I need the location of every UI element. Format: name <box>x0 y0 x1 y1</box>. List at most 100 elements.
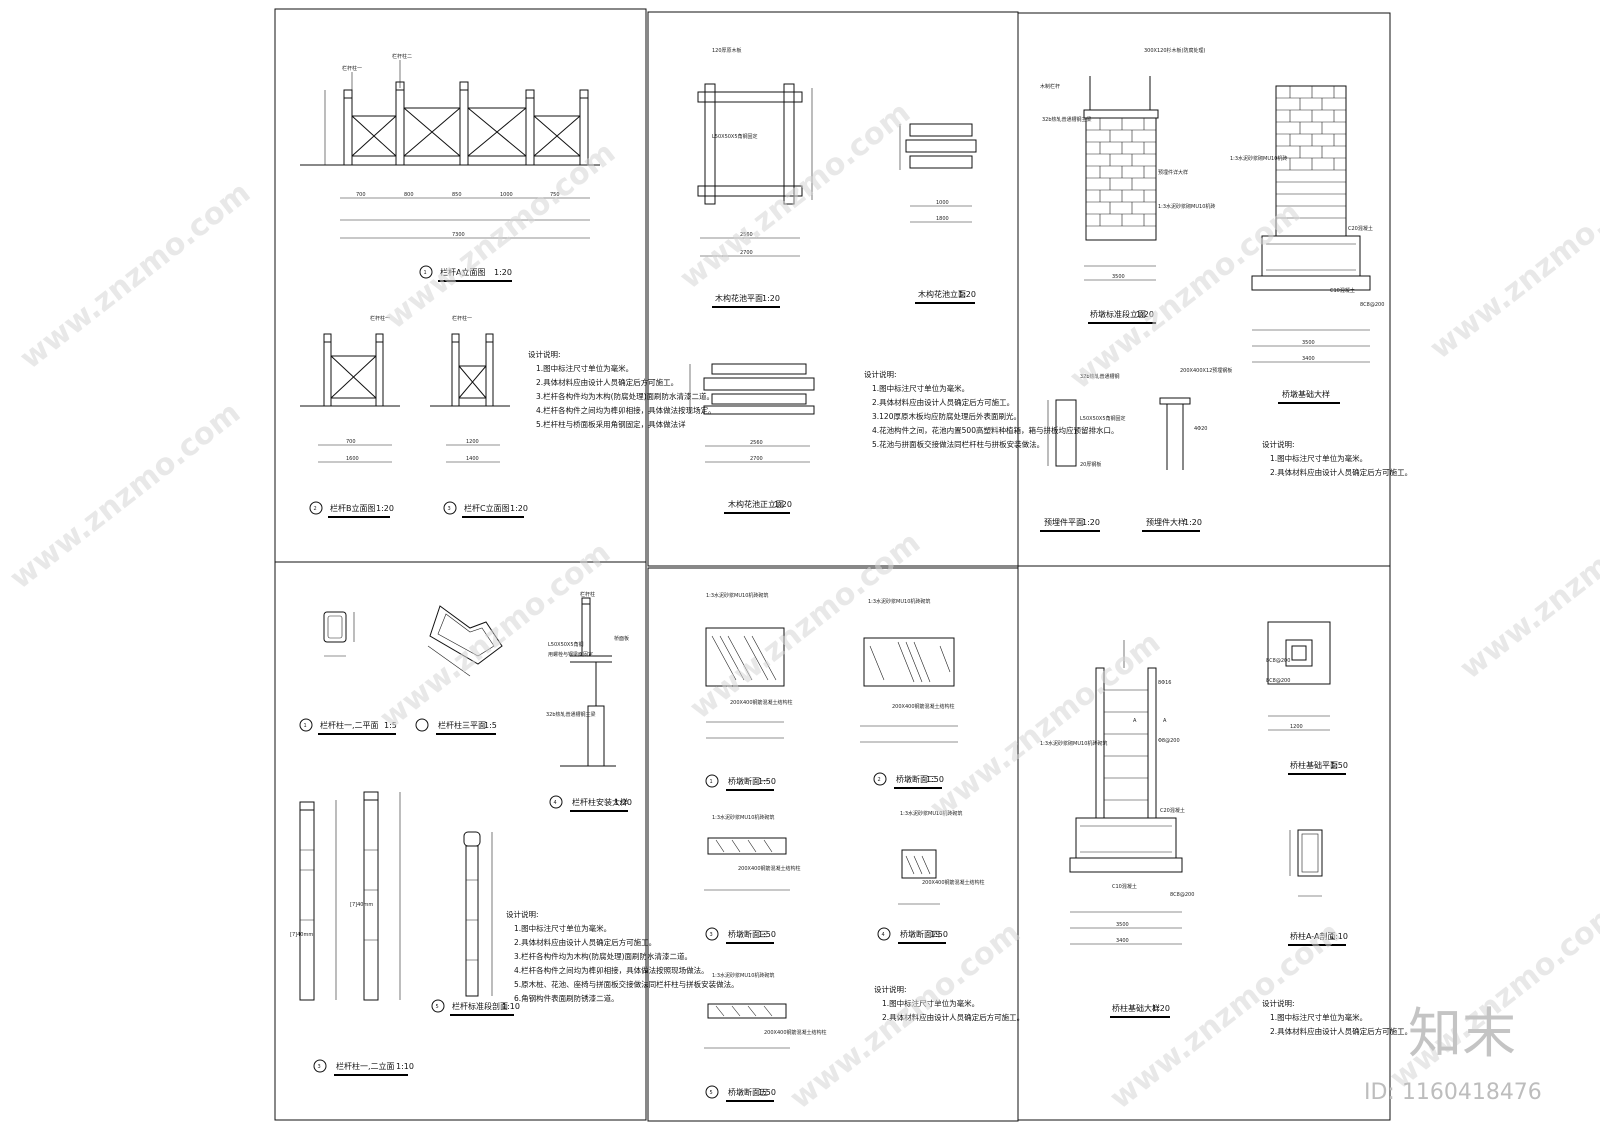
svg-text:1800: 1800 <box>936 216 949 222</box>
s5-d5-num: 5 <box>710 1090 713 1096</box>
sheet-1-notes: 设计说明: 1.图中标注尺寸单位为毫米。 2.具体材料应由设计人员确定后方可施工… <box>528 349 716 429</box>
svg-text:栏杆柱: 栏杆柱 <box>580 591 595 598</box>
sheet-5-pier-sections: 1:3水泥砂浆MU10机砖砌筑 200X400钢筋混凝土结构柱 1 桥墩断面一 … <box>704 592 1024 1102</box>
post-elevations: [7]40mm [7]40mm <box>290 791 401 1001</box>
tag-post-1: 栏杆柱一 <box>342 65 362 72</box>
svg-text:2.具体材料应由设计人员确定后方可施工。: 2.具体材料应由设计人员确定后方可施工。 <box>1270 467 1412 477</box>
svg-text:2560: 2560 <box>740 232 753 238</box>
svg-text:2700: 2700 <box>750 456 763 462</box>
svg-text:设计说明:: 设计说明: <box>864 369 897 379</box>
s2-elevA-scale: 1:20 <box>958 290 976 299</box>
svg-text:A: A <box>1133 718 1137 724</box>
svg-text:8C8@200: 8C8@200 <box>1266 658 1290 664</box>
svg-text:32b热轧普通槽钢主梁: 32b热轧普通槽钢主梁 <box>546 711 596 718</box>
svg-text:1:3水泥砂浆MU10机砖砌筑: 1:3水泥砂浆MU10机砖砌筑 <box>868 598 930 605</box>
elev-title: 栏杆A立面图 <box>440 267 485 277</box>
svg-text:1200: 1200 <box>1290 724 1303 730</box>
brand-id: ID: 1160418476 <box>1364 1080 1542 1105</box>
elevation-dimensions: 700 800 850 1000 750 7300 <box>340 192 590 239</box>
svg-text:桥面板: 桥面板 <box>614 635 629 642</box>
sheet-2-wood-planter: 120厚原木板 L50X50X5角钢固定 2560 2700 木构花池平面 1:… <box>689 47 1118 514</box>
svg-text:www.znzmo.com: www.znzmo.com <box>3 395 247 596</box>
svg-text:预埋件详大样: 预埋件详大样 <box>1158 169 1188 176</box>
svg-text:设计说明:: 设计说明: <box>1262 998 1295 1008</box>
s4-p5-num: 5 <box>436 1004 439 1010</box>
s6-detail-scale: 1:20 <box>1152 1004 1170 1013</box>
sheet-3-pier: 木制栏杆 32b热轧普通槽钢主梁 300X120杉木板(防腐处理) 预埋件详大样… <box>1040 47 1412 532</box>
section-1: 1:3水泥砂浆MU10机砖砌筑 200X400钢筋混凝土结构柱 <box>705 592 793 739</box>
side1-scale: 1:20 <box>376 504 394 513</box>
svg-text:L50X50X5角钢: L50X50X5角钢 <box>548 641 584 648</box>
svg-text:8C8@200: 8C8@200 <box>1360 302 1384 308</box>
s2-tag1: 120厚原木板 <box>712 47 742 54</box>
s5-d3-num: 3 <box>710 932 713 938</box>
s5-d1-num: 1 <box>710 779 713 785</box>
svg-text:5.原木桩、花池、座椅与拼面板交接做法同栏杆柱与拼板安装做法: 5.原木桩、花池、座椅与拼面板交接做法同栏杆柱与拼板安装做法。 <box>514 979 739 989</box>
svg-text:1000: 1000 <box>936 200 949 206</box>
svg-text:20厚钢板: 20厚钢板 <box>1080 461 1101 468</box>
sheet-2-notes: 设计说明: 1.图中标注尺寸单位为毫米。 2.具体材料应由设计人员确定后方可施工… <box>864 369 1118 449</box>
s4-p3-scale: 1:10 <box>396 1062 414 1071</box>
s2-plan-scale: 1:20 <box>762 294 780 303</box>
watermark: www.znzmo.com www.znzmo.com www.znzmo.co… <box>3 95 1600 1116</box>
s2-elevB-title: 木构花池正立面 <box>728 499 784 509</box>
svg-text:www.znzmo.com: www.znzmo.com <box>373 535 617 736</box>
svg-text:5.花池与拼面板交接做法同栏杆柱与拼板安装做法。: 5.花池与拼面板交接做法同栏杆柱与拼板安装做法。 <box>872 439 1044 449</box>
svg-text:Φ8@200: Φ8@200 <box>1158 738 1180 744</box>
s5-d4-num: 4 <box>882 932 885 938</box>
s4-p5-scale: 1:10 <box>502 1002 520 1011</box>
svg-text:5.栏杆柱与桥面板采用角钢固定，具体做法详: 5.栏杆柱与桥面板采用角钢固定，具体做法详 <box>536 419 686 429</box>
svg-text:2.具体材料应由设计人员确定后方可施工。: 2.具体材料应由设计人员确定后方可施工。 <box>514 937 656 947</box>
s6-section-scale: 1:10 <box>1330 932 1348 941</box>
svg-text:[7]40mm: [7]40mm <box>350 902 373 908</box>
svg-text:1.图中标注尺寸单位为毫米。: 1.图中标注尺寸单位为毫米。 <box>1270 1012 1367 1022</box>
svg-text:1:3水泥砂浆MU10机砖砌筑: 1:3水泥砂浆MU10机砖砌筑 <box>706 592 768 599</box>
svg-text:2560: 2560 <box>750 440 763 446</box>
s5-d2-scale: 1:50 <box>926 775 944 784</box>
s3-detail-title: 桥墩基础大样 <box>1282 389 1330 399</box>
s2-elevA-title: 木构花池立面 <box>918 289 966 299</box>
s5-d4-title: 桥墩断面四 <box>900 929 940 939</box>
svg-text:4Φ20: 4Φ20 <box>1194 426 1207 432</box>
s6-section-title: 桥柱A-A剖面 <box>1290 931 1335 941</box>
svg-text:www.znzmo.com: www.znzmo.com <box>1453 485 1600 686</box>
post-plan-3 <box>427 605 503 677</box>
svg-text:1:3水泥砂浆MU10机砖砌筑: 1:3水泥砂浆MU10机砖砌筑 <box>900 810 962 817</box>
s4-p4-scale: 1:20 <box>614 798 632 807</box>
s2-elevB-scale: 1:20 <box>774 500 792 509</box>
svg-text:设计说明:: 设计说明: <box>506 909 539 919</box>
s4-p4-num: 4 <box>554 800 557 806</box>
dim-5: 750 <box>550 192 560 198</box>
svg-text:1.图中标注尺寸单位为毫米。: 1.图中标注尺寸单位为毫米。 <box>882 998 979 1008</box>
svg-text:4.花池构件之间，花池内置500高塑料种植箱，箱与拼板均应预: 4.花池构件之间，花池内置500高塑料种植箱，箱与拼板均应预留排水口。 <box>872 425 1118 435</box>
pier-elevation: 木制栏杆 32b热轧普通槽钢主梁 300X120杉木板(防腐处理) 预埋件详大样… <box>1040 47 1215 281</box>
brand-logo: 知末 <box>1408 1002 1516 1065</box>
s4-p1-scale: 1:5 <box>384 721 397 730</box>
s5-d4-scale: 1:50 <box>930 930 948 939</box>
svg-text:3.120厚原木板均应防腐处理后外表面刷光。: 3.120厚原木板均应防腐处理后外表面刷光。 <box>872 411 1021 421</box>
svg-text:1400: 1400 <box>466 456 479 462</box>
svg-text:1200: 1200 <box>466 439 479 445</box>
svg-text:700: 700 <box>346 439 356 445</box>
sheet-4-post-details: 1 栏杆柱一,二平面 1:5 栏杆柱三平面 1:5 栏杆柱 L50X50X5角钢… <box>290 591 739 1076</box>
s2-tag2: L50X50X5角钢固定 <box>712 133 758 140</box>
s4-p3-title: 栏杆柱一,二立面 <box>336 1061 395 1071</box>
svg-text:[7]40mm: [7]40mm <box>290 932 313 938</box>
s5-d3-scale: 1:50 <box>758 930 776 939</box>
s5-d1-title: 桥墩断面一 <box>728 776 768 786</box>
svg-text:4.栏杆各构件之间均为榫卯相接，具体做法按现场定。: 4.栏杆各构件之间均为榫卯相接，具体做法按现场定。 <box>536 405 716 415</box>
svg-text:8C8@200: 8C8@200 <box>1170 892 1194 898</box>
s4-p5-title: 栏杆标准段剖面 <box>452 1001 508 1011</box>
s2-plan-title: 木构花池平面 <box>715 293 763 303</box>
svg-text:32b热轧普通槽钢: 32b热轧普通槽钢 <box>1080 373 1120 380</box>
svg-text:200X400钢筋混凝土结构柱: 200X400钢筋混凝土结构柱 <box>922 879 985 886</box>
railing-side-elevation-3: 栏杆柱一 1200 1400 <box>430 315 510 463</box>
embed-detail: 200X400X12预埋钢板 4Φ20 <box>1159 367 1232 470</box>
svg-text:www.znzmo.com: www.znzmo.com <box>923 625 1167 826</box>
planter-elevation-b: 2560 2700 <box>689 363 815 463</box>
svg-text:1.图中标注尺寸单位为毫米。: 1.图中标注尺寸单位为毫米。 <box>514 923 611 933</box>
svg-text:200X400钢筋混凝土结构柱: 200X400钢筋混凝土结构柱 <box>764 1029 827 1036</box>
s6-plan-scale: 1:50 <box>1330 761 1348 770</box>
planter-elevation-a: 1000 1800 <box>899 123 977 223</box>
